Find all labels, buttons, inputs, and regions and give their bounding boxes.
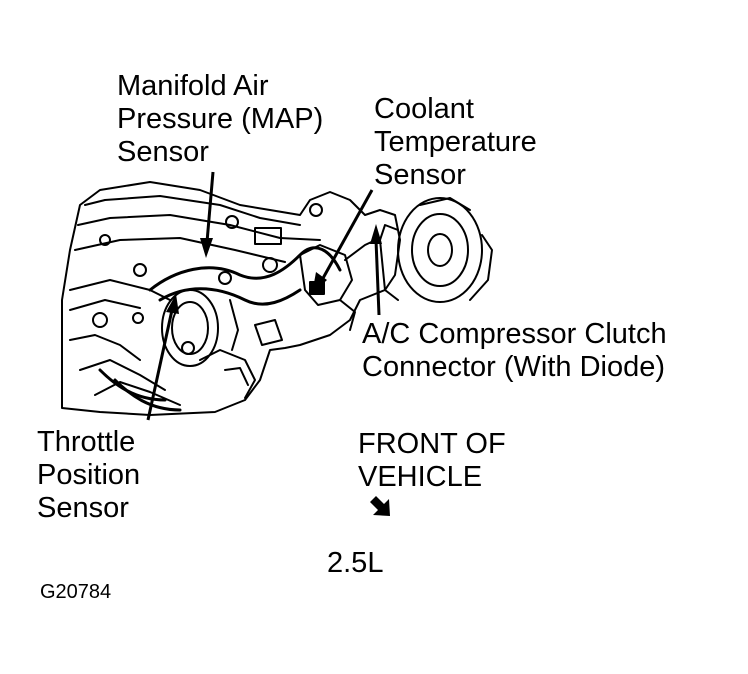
map-sensor-label-line: Sensor — [117, 136, 209, 168]
engine-size-label: 2.5L — [327, 547, 384, 579]
arrow-down-right-icon — [370, 496, 390, 516]
throttle-sensor-label-line: Sensor — [37, 492, 129, 524]
coolant-sensor-pointer — [312, 189, 374, 294]
coolant-sensor-label: Coolant Temperature Sensor — [374, 93, 537, 192]
throttle-sensor-label-line: Position — [37, 459, 141, 491]
ac-connector-label-line: Connector (With Diode) — [362, 351, 665, 383]
ac-connector-label-line: A/C Compressor Clutch — [362, 318, 667, 350]
engine-block — [61, 181, 493, 416]
front-of-vehicle-label: FRONT OF VEHICLE — [358, 428, 506, 528]
map-sensor-label: Manifold Air Pressure (MAP) Sensor — [117, 70, 323, 169]
coolant-sensor-label-line: Temperature — [374, 126, 537, 158]
vehicle-text: VEHICLE — [358, 461, 483, 493]
throttle-sensor-label: Throttle Position Sensor — [37, 426, 140, 525]
front-of-vehicle-line: FRONT OF — [358, 428, 506, 460]
ac-connector-pointer — [370, 224, 382, 316]
throttle-sensor-label-line: Throttle — [37, 426, 136, 458]
map-sensor-label-line: Pressure (MAP) — [117, 103, 324, 135]
ac-connector-label: A/C Compressor Clutch Connector (With Di… — [362, 318, 667, 384]
map-sensor-label-line: Manifold Air — [117, 70, 269, 102]
coolant-sensor-label-line: Coolant — [374, 93, 474, 125]
map-sensor-pointer — [200, 171, 215, 258]
coolant-sensor-label-line: Sensor — [374, 159, 466, 191]
throttle-sensor-pointer — [146, 294, 179, 421]
front-of-vehicle-line-2: VEHICLE — [358, 461, 506, 528]
figure-id-label: G20784 — [40, 581, 112, 603]
